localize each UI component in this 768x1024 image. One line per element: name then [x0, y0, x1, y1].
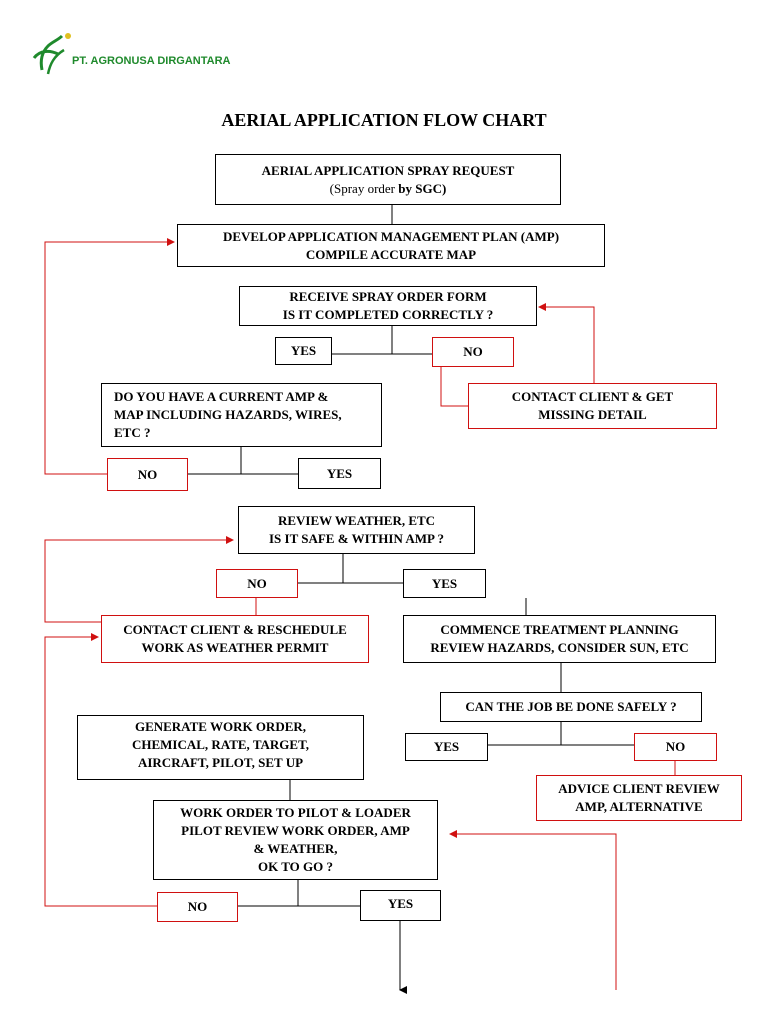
- job-safely-box: CAN THE JOB BE DONE SAFELY ?: [440, 692, 702, 722]
- yes-label-1: YES: [275, 337, 332, 365]
- contact-reschedule-box: CONTACT CLIENT & RESCHEDULE WORK AS WEAT…: [101, 615, 369, 663]
- commence-planning-box: COMMENCE TREATMENT PLANNING REVIEW HAZAR…: [403, 615, 716, 663]
- no-label-5: NO: [157, 892, 238, 922]
- spray-request-subtitle-bold: by SGC): [398, 180, 447, 196]
- page-title: AERIAL APPLICATION FLOW CHART: [221, 110, 547, 130]
- no-label-4: NO: [634, 733, 717, 761]
- yes-label-5: YES: [360, 890, 441, 921]
- no-label-1: NO: [432, 337, 514, 367]
- company-name: PT. AGRONUSA DIRGANTARA: [72, 55, 231, 67]
- spray-request-subtitle: (Spray order: [329, 180, 399, 196]
- no-label-2: NO: [107, 458, 188, 491]
- advice-client-box: ADVICE CLIENT REVIEW AMP, ALTERNATIVE: [536, 775, 742, 821]
- review-weather-box: REVIEW WEATHER, ETC IS IT SAFE & WITHIN …: [238, 506, 475, 554]
- current-amp-box: DO YOU HAVE A CURRENT AMP & MAP INCLUDIN…: [101, 383, 382, 447]
- contact-missing-box: CONTACT CLIENT & GET MISSING DETAIL: [468, 383, 717, 429]
- spray-request-box: AERIAL APPLICATION SPRAY REQUEST (Spray …: [215, 154, 561, 205]
- develop-amp-box: DEVELOP APPLICATION MANAGEMENT PLAN (AMP…: [177, 224, 605, 267]
- company-logo-icon: [28, 30, 74, 81]
- receive-order-box: RECEIVE SPRAY ORDER FORM IS IT COMPLETED…: [239, 286, 537, 326]
- no-label-3: NO: [216, 569, 298, 598]
- yes-label-3: YES: [403, 569, 486, 598]
- spray-request-title: AERIAL APPLICATION SPRAY REQUEST: [261, 162, 515, 178]
- work-order-pilot-box: WORK ORDER TO PILOT & LOADER PILOT REVIE…: [153, 800, 438, 880]
- yes-label-2: YES: [298, 458, 381, 489]
- generate-order-box: GENERATE WORK ORDER, CHEMICAL, RATE, TAR…: [77, 715, 364, 780]
- yes-label-4: YES: [405, 733, 488, 761]
